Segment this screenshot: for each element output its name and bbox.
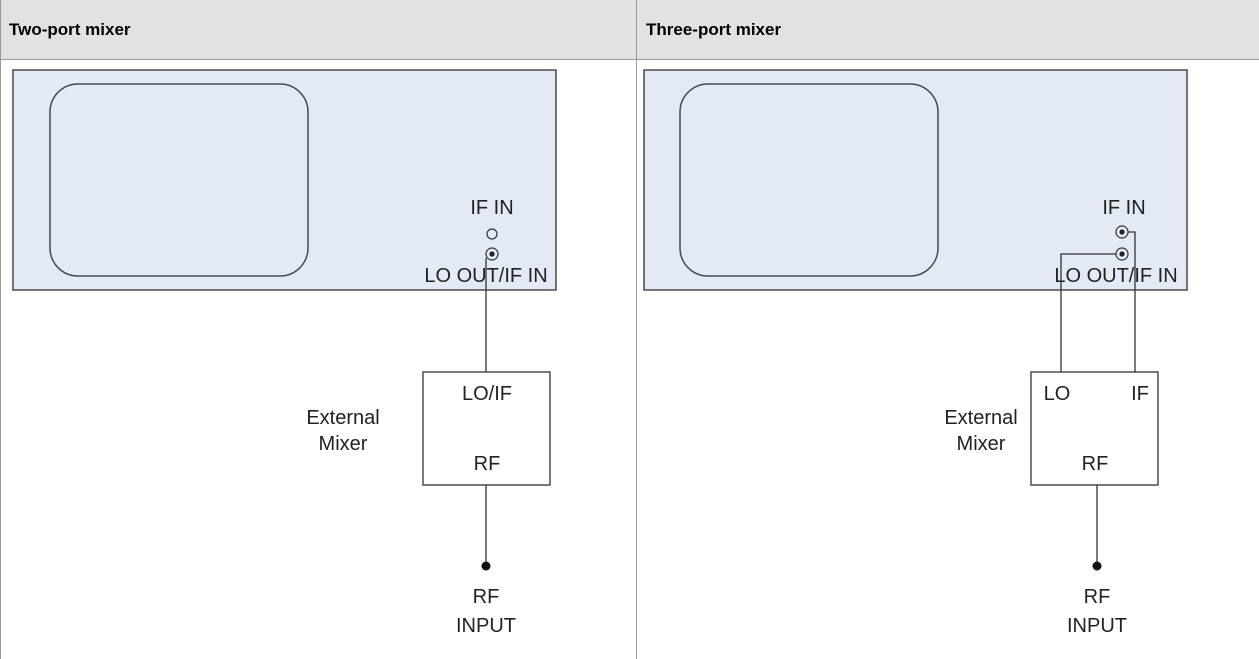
header-two-port: Two-port mixer [0,0,636,59]
rf-input-terminal-icon [1092,561,1102,571]
mixer-port-rf: RF [1082,453,1109,475]
rf-input-label-line2: INPUT [456,615,516,637]
instrument-screen [679,83,939,277]
if-cable [1128,231,1136,372]
instrument-screen [49,83,309,277]
rf-input-label-line1: RF [473,586,500,608]
external-mixer-label-line1: External [944,407,1017,429]
if-in-connector-center [1119,229,1125,235]
lo-cable [1060,253,1116,372]
two-port-diagram: IF IN LO OUT/IF IN LO/IF RF External Mix… [12,69,557,637]
lo-out-if-in-label: LO OUT/IF IN [1054,265,1177,287]
header-three-port: Three-port mixer [637,0,1259,59]
mixer-port-lo: LO [1044,383,1071,405]
external-mixer-box [422,371,551,486]
rf-input-label-line1: RF [1084,586,1111,608]
lo-out-connector-icon [485,247,499,261]
table-header-divider [0,59,1259,60]
external-mixer-box [1030,371,1159,486]
three-port-diagram: IF IN LO OUT/IF IN LO IF RF External Mix… [643,69,1188,637]
table-border-left [0,0,1,659]
external-mixer-label-line2: Mixer [957,433,1006,455]
mixer-port-lo-if: LO/IF [462,383,512,405]
rf-input-label-line2: INPUT [1067,615,1127,637]
table-column-divider [636,0,637,659]
if-in-connector-icon [486,228,498,240]
rf-input-terminal-icon [481,561,491,571]
mixer-port-if: IF [1131,383,1149,405]
external-mixer-label-line1: External [306,407,379,429]
lo-out-connector-center [489,251,495,257]
if-in-label: IF IN [1102,197,1145,219]
external-mixer-label-line2: Mixer [319,433,368,455]
lo-out-connector-center [1119,251,1125,257]
mixer-port-rf: RF [474,453,501,475]
if-in-label: IF IN [470,197,513,219]
